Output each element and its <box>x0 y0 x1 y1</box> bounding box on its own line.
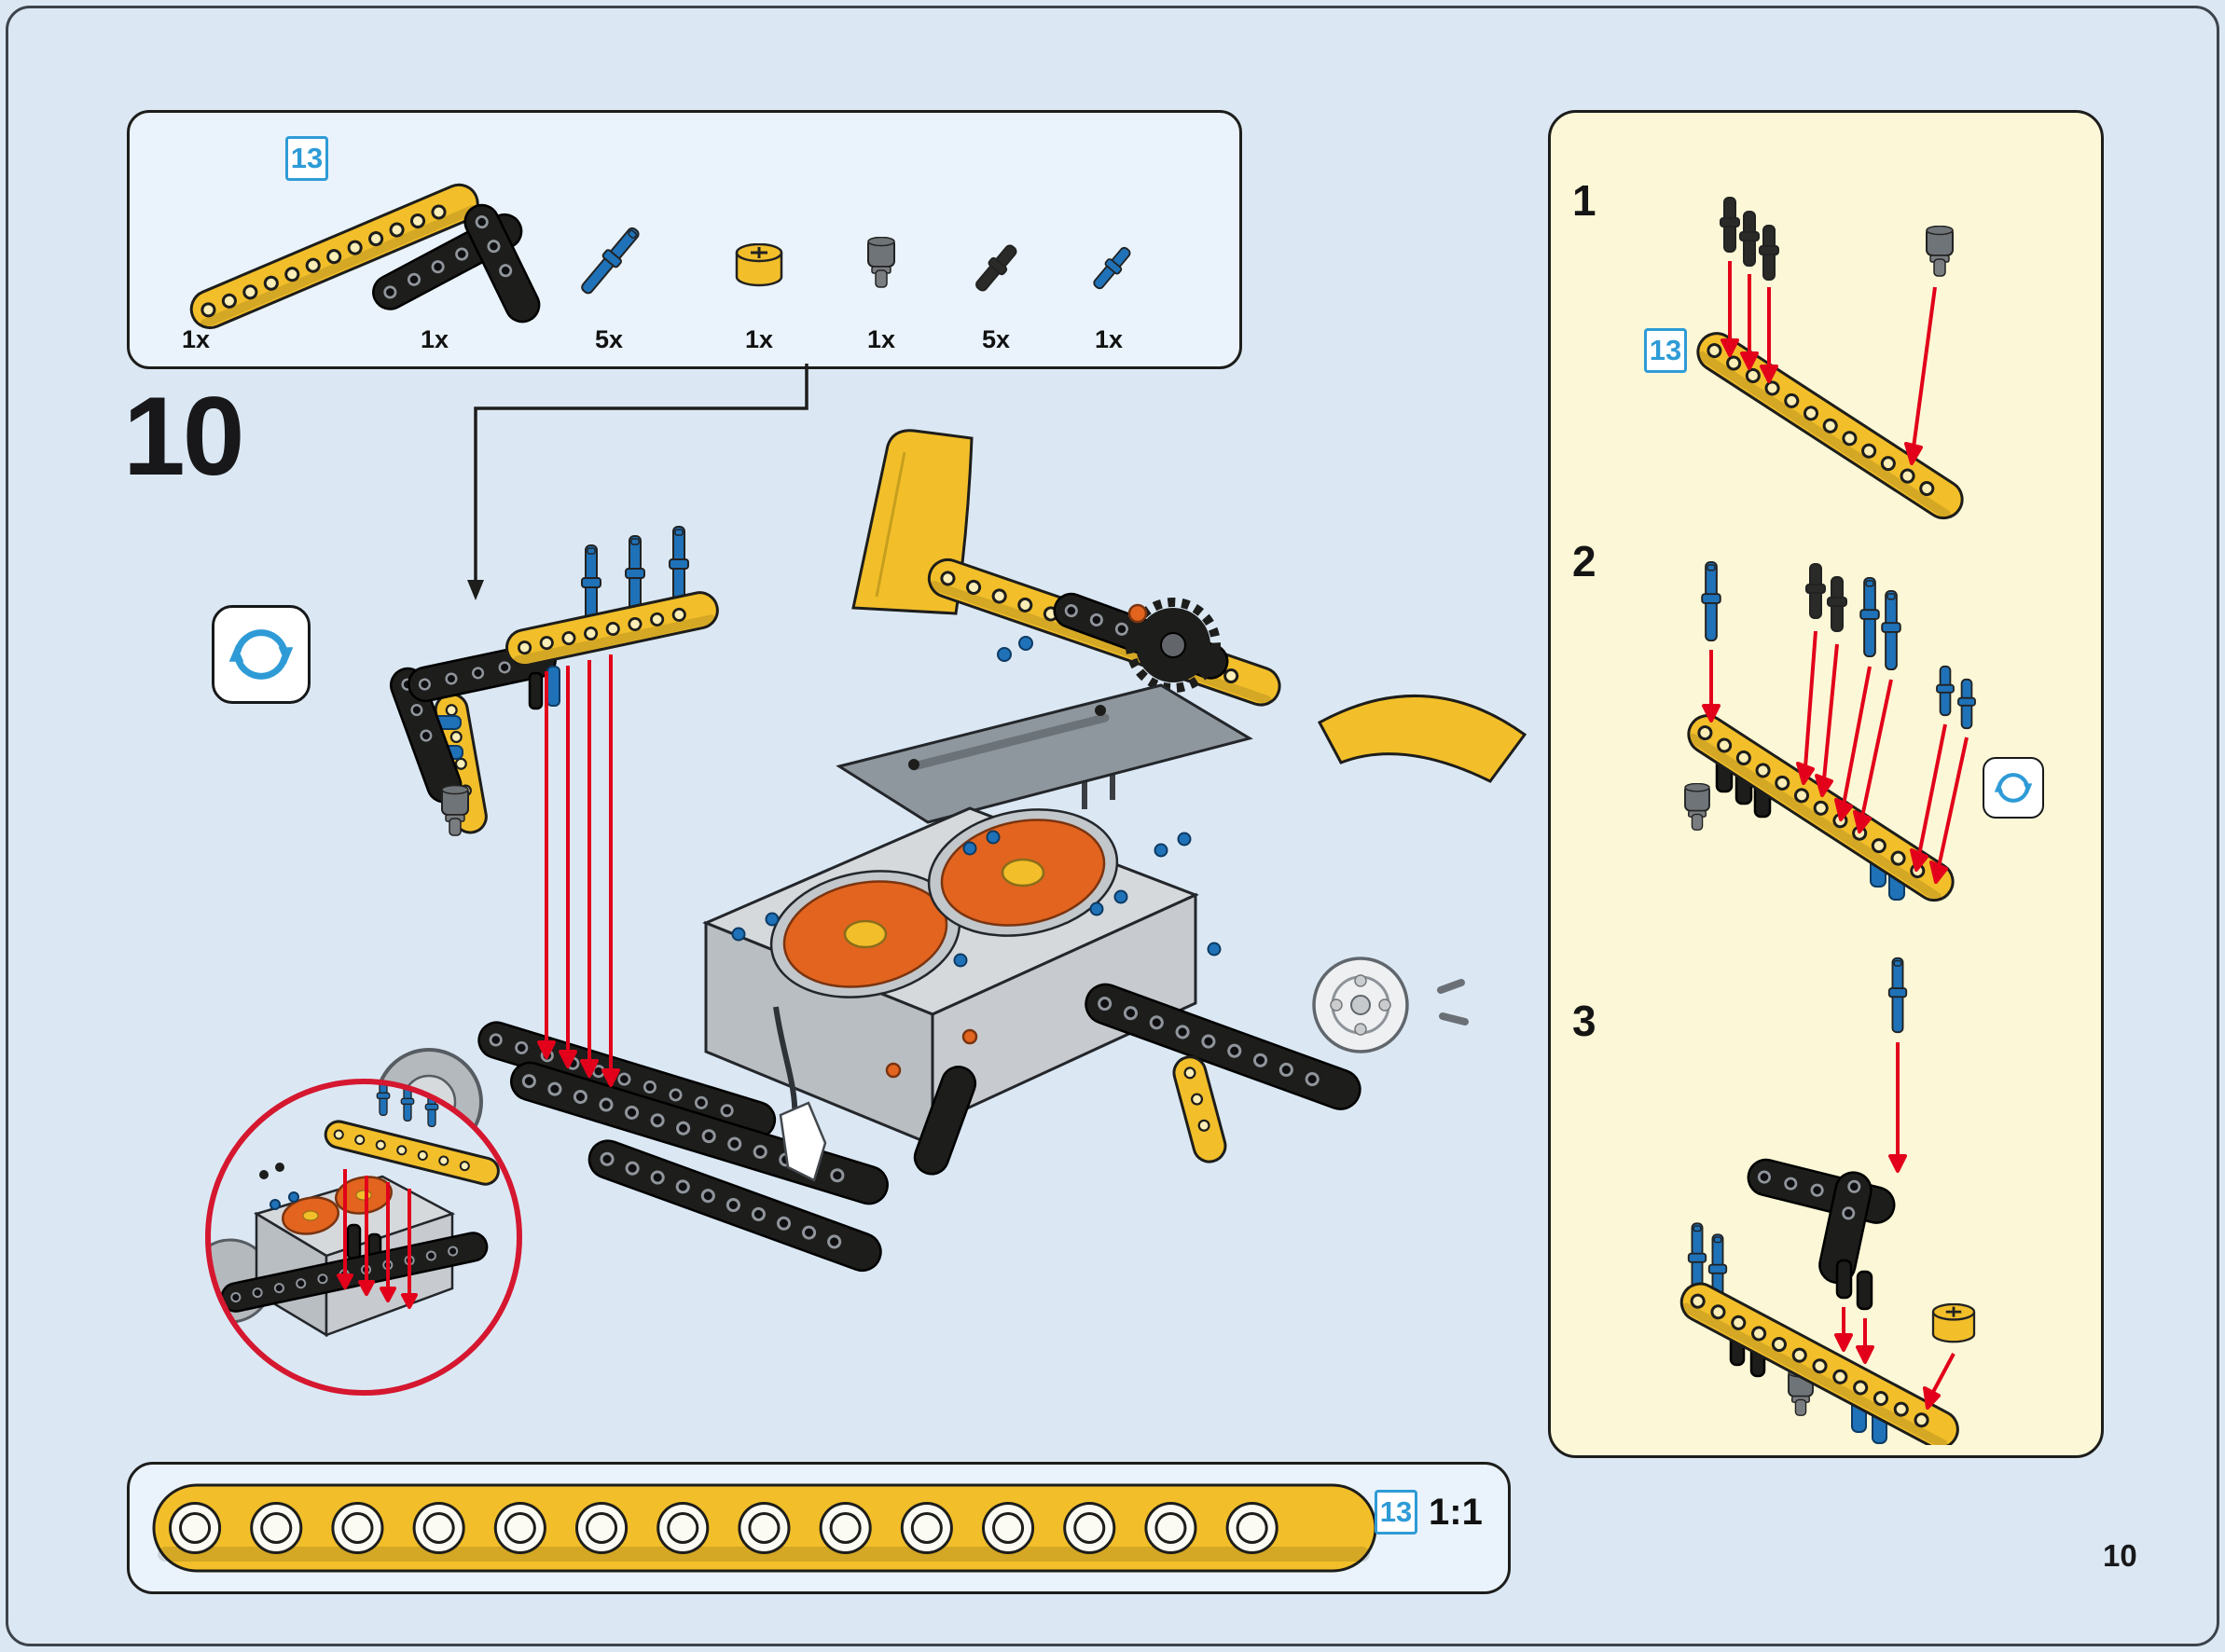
detail-circle-outline <box>205 1079 522 1396</box>
parts-callout-badge: 13 <box>285 136 328 181</box>
substep-3-arrows <box>1834 1042 1956 1410</box>
part-pin-black <box>970 240 1022 296</box>
wheel-hub <box>1312 957 1469 1053</box>
pin-detail-dots <box>731 830 1222 1079</box>
right-side-frame <box>1085 957 1469 1163</box>
part-axle-connector-yellow <box>735 243 783 287</box>
gear <box>1126 598 1221 693</box>
substep-1-diagram <box>1696 197 1964 520</box>
part-pin-blue <box>1088 242 1136 294</box>
parts-list-panel: 1x 1x 5x 1x 1x 5x 1x <box>127 110 1242 369</box>
substep-1-arrows <box>1721 261 1937 465</box>
substep-1-number: 1 <box>1572 176 1596 225</box>
part-beam-13-yellow <box>189 183 479 330</box>
parts-list-graphics <box>189 183 1136 330</box>
rotate-model-box <box>212 605 311 704</box>
substep-2-arrows <box>1702 630 1969 884</box>
rotate-icon <box>225 618 297 691</box>
substep-1-callout-badge: 13 <box>1644 328 1687 373</box>
part-pin-3l-blue <box>576 223 644 298</box>
page-number: 10 <box>2103 1538 2137 1573</box>
part-qty: 1x <box>1094 325 1124 353</box>
scale-check-panel <box>127 1462 1511 1594</box>
part-qty: 5x <box>594 325 624 353</box>
rear-wing-assembly <box>851 429 1527 809</box>
detail-insertion-arrows <box>337 1169 418 1309</box>
part-qty: 1x <box>866 325 896 353</box>
step-number: 10 <box>123 374 244 499</box>
beam-1to1 <box>152 1483 1377 1573</box>
substep-3-number: 3 <box>1572 997 1596 1045</box>
motors <box>769 808 1119 998</box>
rotate-substep-box <box>1983 757 2044 819</box>
callout-pointer-line <box>467 364 808 600</box>
part-beam-bent-black <box>372 203 541 324</box>
substep-2-diagram <box>1684 560 1976 902</box>
part-qty: 5x <box>981 325 1011 353</box>
top-plate <box>836 683 1253 824</box>
part-pin-connector-gray <box>867 237 895 288</box>
new-subassembly <box>389 526 719 1087</box>
main-assembly-diagram <box>375 364 1527 1273</box>
part-qty: 1x <box>181 325 211 353</box>
detail-zoom-circle <box>205 1079 522 1396</box>
detail-zoom-content <box>208 1081 500 1338</box>
substep-3-diagram <box>1679 957 1976 1445</box>
rotate-icon <box>1992 766 2035 809</box>
part-qty: 1x <box>420 325 449 353</box>
scale-callout-badge: 13 <box>1375 1490 1417 1535</box>
substep-2-number: 2 <box>1572 537 1596 585</box>
insertion-arrows <box>537 654 620 1087</box>
scale-label: 1:1 <box>1429 1492 1483 1533</box>
part-qty: 1x <box>744 325 774 353</box>
power-cable <box>773 1006 827 1182</box>
